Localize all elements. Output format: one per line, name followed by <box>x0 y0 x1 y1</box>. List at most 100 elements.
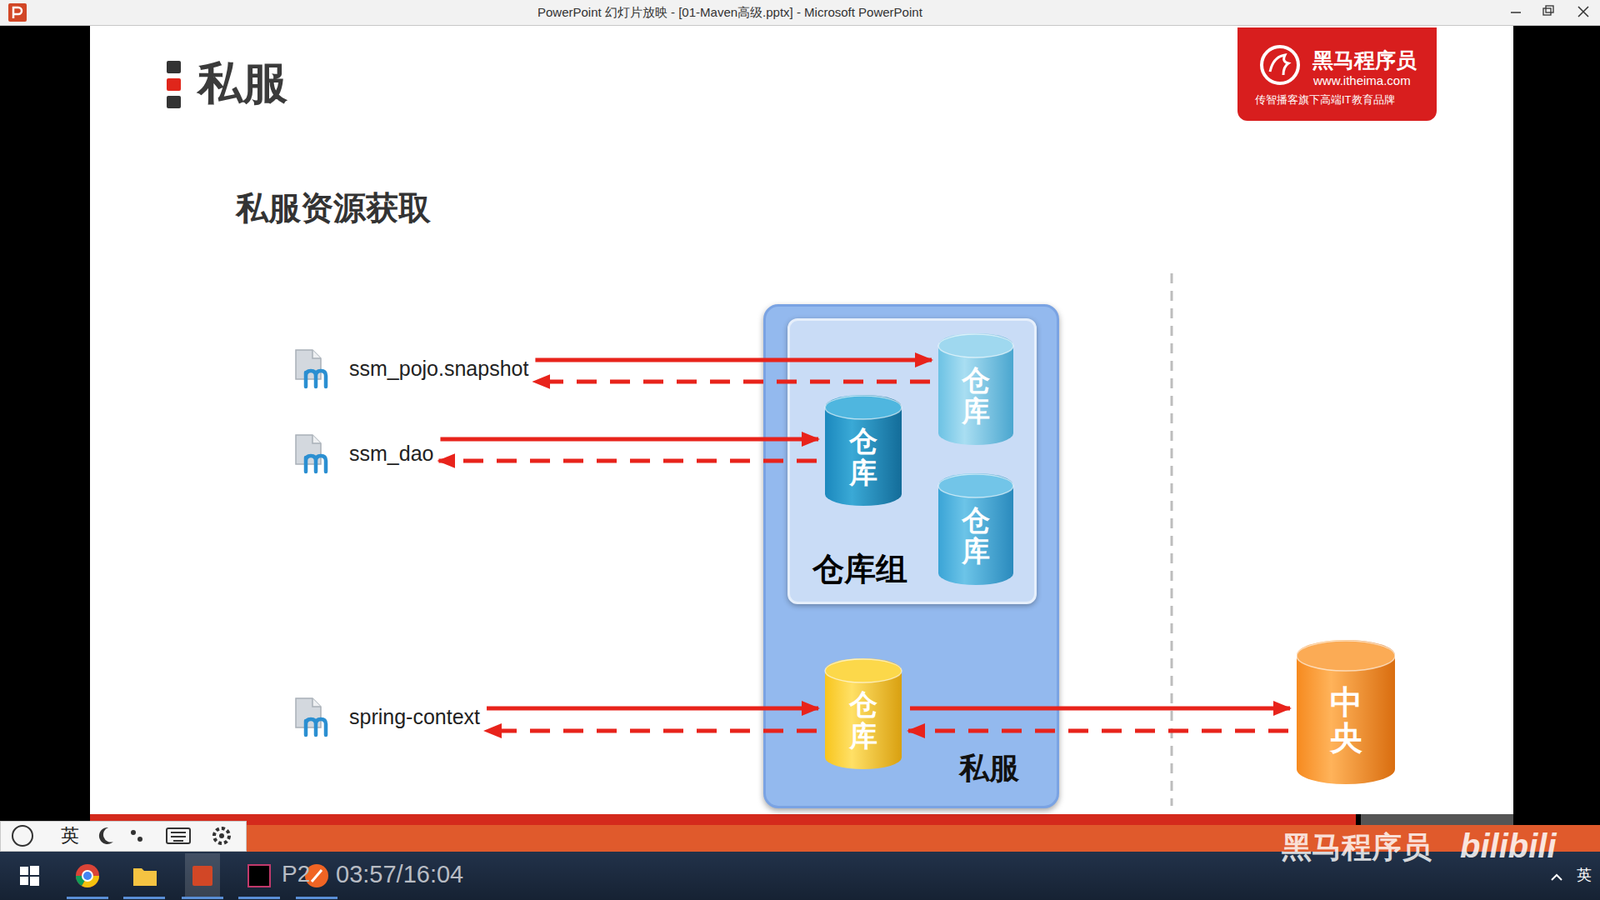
task-underline <box>66 896 109 900</box>
restore-button <box>1545 5 1554 13</box>
watermark: 黑马程序员 <box>1281 830 1432 865</box>
heading-marker <box>162 58 188 112</box>
ime-mode: 英 <box>60 825 80 846</box>
browser-icon <box>75 864 100 888</box>
slide-subtitle: 私服资源获取 <box>235 185 431 231</box>
maven-artifact: ssm_dao <box>292 432 434 475</box>
label-wrap: 黑马程序员 <box>1281 830 1432 865</box>
artifact-label: ssm_dao <box>349 441 434 466</box>
close-button <box>1578 6 1589 17</box>
active-task <box>185 853 220 899</box>
punct-icon <box>130 830 136 835</box>
task-underline <box>181 896 224 900</box>
box-label: 私服 <box>959 748 1020 790</box>
keyboard-keys <box>170 832 186 841</box>
cylinder-top <box>825 659 902 683</box>
repository-label: 仓库 <box>849 425 878 489</box>
repository-cylinder: 仓库 <box>823 395 904 508</box>
restore-button <box>1543 8 1551 15</box>
app-icon-glyph <box>311 870 322 882</box>
request-arrow <box>440 437 819 442</box>
app-icon <box>8 3 27 22</box>
label-wrap: bilibili <box>1460 826 1557 865</box>
moon-icon <box>99 827 114 845</box>
artifact-label: ssm_pojo.snapshot <box>349 356 529 381</box>
cylinder-top <box>825 395 902 420</box>
box-label: 仓库组 <box>812 548 908 591</box>
task-underline <box>238 896 280 900</box>
maven-icon <box>292 695 331 738</box>
cylinder-body <box>938 333 1014 445</box>
label-wrap: 03:57/16:04 <box>335 860 464 889</box>
punct-icon <box>137 836 143 842</box>
label-wrap: 黑马程序员 <box>1312 48 1417 73</box>
network-boundary <box>1166 270 1177 809</box>
return-arrow <box>438 459 817 464</box>
maven-m <box>305 719 326 735</box>
label-wrap: 英 <box>1576 866 1592 885</box>
tray-ime: 英 <box>1576 866 1592 885</box>
private-server-box: 私服仓库组仓库仓库仓库仓库 <box>763 304 1060 809</box>
cylinder-body <box>938 473 1014 585</box>
minimize-button <box>1510 11 1521 14</box>
video-part: P2 <box>281 860 310 888</box>
dashed-divider <box>1170 273 1174 806</box>
label-wrap: www.itheima.com <box>1313 73 1411 88</box>
cylinder-top <box>1296 640 1395 671</box>
file-fold <box>312 435 321 444</box>
file-fold <box>312 350 321 359</box>
maven-artifact: ssm_pojo.snapshot <box>292 347 529 390</box>
repository-cylinder: 仓库 <box>823 658 904 771</box>
repository-label: 仓库 <box>849 689 878 752</box>
maven-m <box>305 455 326 472</box>
cylinder-top <box>938 334 1014 358</box>
repository-label: 仓库 <box>961 365 990 428</box>
browser-icon-center <box>82 870 93 881</box>
ime-toolbar <box>0 820 247 852</box>
ime-logo <box>12 825 33 846</box>
marker-block <box>166 95 181 109</box>
file-fold <box>312 698 321 707</box>
maven-icon <box>292 432 331 475</box>
cylinder-body <box>825 395 902 506</box>
maven-icon <box>292 347 331 390</box>
repository-label: 仓库 <box>961 505 990 568</box>
cylinder-body <box>1296 640 1395 785</box>
repository-label: 中央 <box>1330 685 1363 757</box>
logo-emblem <box>1258 43 1302 87</box>
logo-ring <box>1261 46 1299 84</box>
logo-url: www.itheima.com <box>1313 73 1411 88</box>
ime-icons <box>0 820 247 852</box>
central-repository: 中央 <box>1295 640 1397 786</box>
label-wrap: P2 <box>281 860 310 888</box>
folder-icon <box>133 868 157 886</box>
ide-icon <box>248 865 270 887</box>
slide-footer-bar-dark <box>1360 814 1514 825</box>
maven-artifact: spring-context <box>292 695 480 738</box>
marker-block <box>166 60 181 74</box>
app-icon-glyph <box>13 7 22 19</box>
repository-cylinder: 仓库 <box>936 333 1015 447</box>
start-button <box>20 865 40 886</box>
tray-chevron <box>1551 875 1562 880</box>
label-wrap: PowerPoint 幻灯片放映 - [01-Maven高级.pptx] - M… <box>537 5 923 20</box>
repository-group-box: 仓库组仓库仓库仓库 <box>787 318 1037 605</box>
marker-block <box>166 78 181 91</box>
maven-m <box>305 370 326 387</box>
video-time: 03:57/16:04 <box>335 860 464 889</box>
cylinder-top <box>938 474 1014 498</box>
window-title: PowerPoint 幻灯片放映 - [01-Maven高级.pptx] - M… <box>537 5 923 20</box>
logo-horse <box>1270 55 1289 75</box>
keyboard-icon <box>166 828 190 844</box>
label-wrap: 英 <box>60 825 80 846</box>
cylinder-body <box>825 658 902 770</box>
gear-icon <box>214 828 230 844</box>
ppt-icon <box>192 865 213 886</box>
artifact-label: spring-context <box>349 705 480 730</box>
logo-slogan: 传智播客旗下高端IT教育品牌 <box>1255 94 1395 107</box>
slide-footer-bar <box>90 814 1356 825</box>
slide-heading: 私服 <box>197 56 288 109</box>
gear-hub <box>219 833 225 839</box>
watermark-logo: bilibili <box>1460 826 1557 865</box>
task-underline <box>123 896 165 900</box>
